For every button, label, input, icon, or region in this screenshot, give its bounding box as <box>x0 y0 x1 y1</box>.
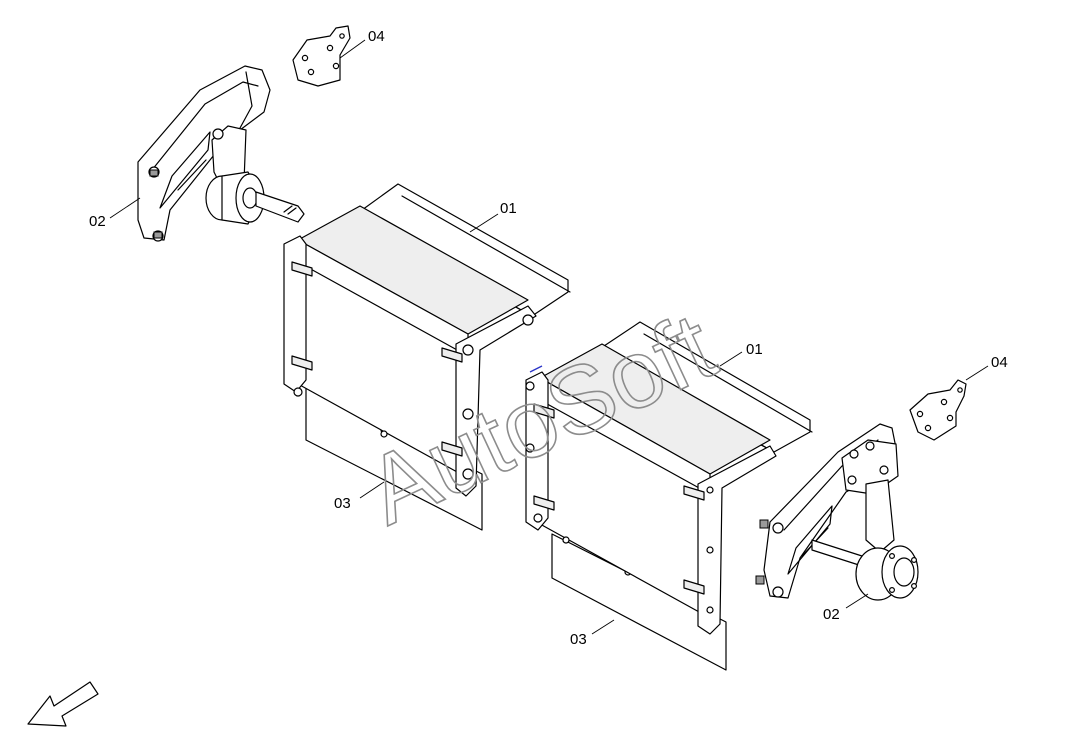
direction-arrow <box>27 681 99 727</box>
callout-03-left: 03 <box>334 495 351 512</box>
callout-02-right: 02 <box>823 606 840 623</box>
right-bracket-02 <box>755 423 919 601</box>
right-frame-01 <box>525 321 813 635</box>
left-plate-04 <box>292 25 351 87</box>
callout-01-left: 01 <box>500 200 517 217</box>
left-frame-01 <box>283 183 571 497</box>
right-plate-04 <box>909 379 967 441</box>
callout-01-right: 01 <box>746 341 763 358</box>
callout-03-right: 03 <box>570 631 587 648</box>
left-bracket-02 <box>137 65 305 242</box>
callout-04-left: 04 <box>368 28 385 45</box>
callout-04-right: 04 <box>991 354 1008 371</box>
leader-lines <box>109 39 989 635</box>
callout-02-left: 02 <box>89 213 106 230</box>
